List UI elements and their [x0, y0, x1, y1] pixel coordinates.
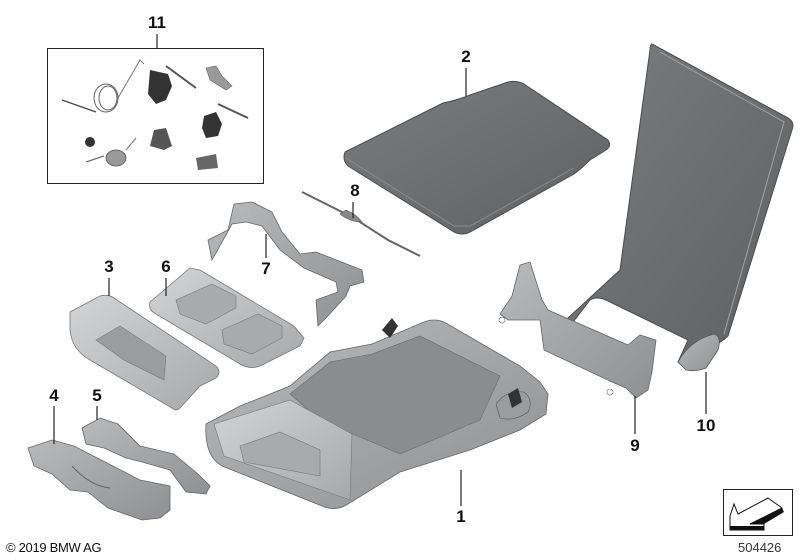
callout-3[interactable]: 3	[104, 257, 114, 276]
callout-9[interactable]: 9	[630, 436, 640, 455]
part-10-backrest-panel[interactable]	[565, 43, 794, 372]
part-3-front-trim[interactable]	[69, 294, 220, 411]
copyright-text: © 2019 BMW AG	[6, 540, 102, 555]
callout-4[interactable]: 4	[49, 386, 59, 405]
part-9-hinge-bracket[interactable]	[498, 261, 657, 399]
arrow-back-glyph	[729, 497, 784, 531]
arrow-back-icon[interactable]	[723, 489, 793, 536]
callout-11[interactable]: 11	[148, 13, 166, 32]
callout-2[interactable]: 2	[461, 47, 471, 66]
kit-frame-box	[47, 48, 264, 184]
callout-8[interactable]: 8	[350, 181, 360, 200]
callout-5[interactable]: 5	[92, 386, 102, 405]
part-1-armrest-base[interactable]	[205, 318, 549, 509]
part-6-tray-insert[interactable]	[149, 267, 305, 368]
part-4-cup-holder-frame[interactable]	[27, 439, 171, 521]
part-8-wire-frame[interactable]	[301, 191, 421, 257]
callout-1[interactable]: 1	[456, 507, 466, 526]
part-5-cup-holder-insert[interactable]	[81, 417, 211, 495]
image-number: 504426	[738, 540, 782, 555]
leader-lines	[53, 34, 707, 506]
callout-7[interactable]: 7	[261, 259, 271, 278]
callout-6[interactable]: 6	[161, 257, 171, 276]
part-11-small-parts[interactable]	[61, 59, 249, 170]
callout-10[interactable]: 10	[696, 416, 716, 435]
part-2-cover-pad[interactable]	[343, 80, 611, 235]
part-7-support-bracket[interactable]	[207, 201, 365, 327]
